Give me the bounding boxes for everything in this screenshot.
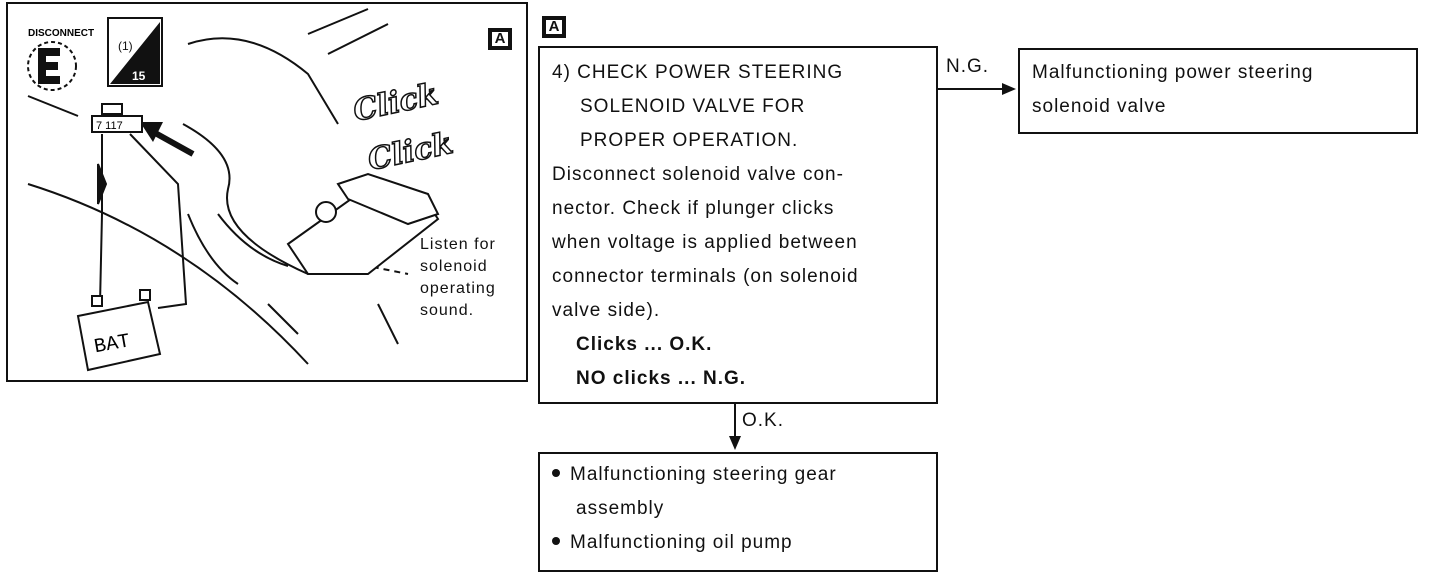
check-step-box: 4) CHECK POWER STEERING SOLENOID VALVE F… <box>538 46 938 404</box>
ignition-off-icon: 15 (1) <box>107 17 163 87</box>
ok-result-item: Malfunctioning oil pump <box>552 526 924 560</box>
check-step-instructions: Disconnect solenoid valve con- nector. C… <box>552 164 859 321</box>
flowchart-badge: A <box>542 16 566 38</box>
result-ok-criteria: Clicks ... O.K. <box>576 334 713 355</box>
result-ng-criteria: NO clicks ... N.G. <box>576 368 747 389</box>
disconnect-label: DISCONNECT <box>28 28 94 39</box>
ok-result-box: Malfunctioning steering gear assembly Ma… <box>538 452 938 572</box>
ng-result-box: Malfunctioning power steering solenoid v… <box>1018 48 1418 134</box>
ng-arrow-line <box>938 88 1004 90</box>
click-sound-2: Click <box>365 126 456 178</box>
battery-drawing <box>76 289 162 372</box>
ok-label: O.K. <box>742 410 785 431</box>
illustration-panel: 15 (1) <box>6 2 528 382</box>
svg-text:15: 15 <box>132 69 146 83</box>
disconnect-icon <box>27 41 77 91</box>
illustration-caption: Listen for solenoid operating sound. <box>420 236 496 319</box>
bullet-icon <box>552 468 560 477</box>
ng-arrowhead <box>1002 83 1016 95</box>
ok-arrow-line <box>734 404 736 438</box>
ng-label: N.G. <box>946 56 990 77</box>
ok-result-item: Malfunctioning steering gear assembly <box>552 458 924 526</box>
bullet-icon <box>552 536 560 545</box>
ok-arrowhead <box>729 436 741 450</box>
solenoid-valve-drawing <box>286 172 440 275</box>
connector-label: 7 117 <box>96 120 123 132</box>
svg-text:(1): (1) <box>118 39 133 53</box>
click-sound-1: Click <box>350 77 441 129</box>
illustration-badge: A <box>488 28 512 50</box>
solenoid-test-illustration: 15 (1) <box>27 8 457 372</box>
check-step-title: 4) CHECK POWER STEERING SOLENOID VALVE F… <box>552 62 844 151</box>
